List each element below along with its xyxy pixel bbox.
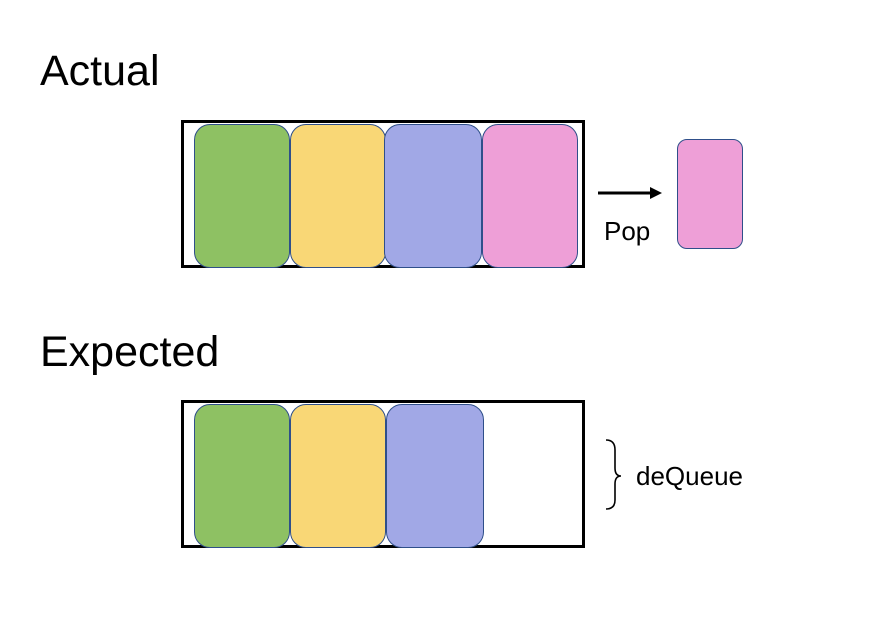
- expected-title: Expected: [40, 328, 220, 376]
- actual-title: Actual: [40, 47, 160, 95]
- actual-block-2: [290, 124, 386, 268]
- actual-queue: [181, 120, 585, 268]
- actual-block-3: [384, 124, 482, 268]
- popped-block: [677, 139, 743, 249]
- expected-queue: [181, 400, 585, 548]
- expected-block-3: [386, 404, 484, 548]
- actual-block-1: [194, 124, 290, 268]
- pop-label: Pop: [604, 216, 651, 246]
- expected-block-2: [290, 404, 386, 548]
- actual-block-4: [482, 124, 578, 268]
- dequeue-label: deQueue: [636, 461, 743, 491]
- expected-block-1: [194, 404, 290, 548]
